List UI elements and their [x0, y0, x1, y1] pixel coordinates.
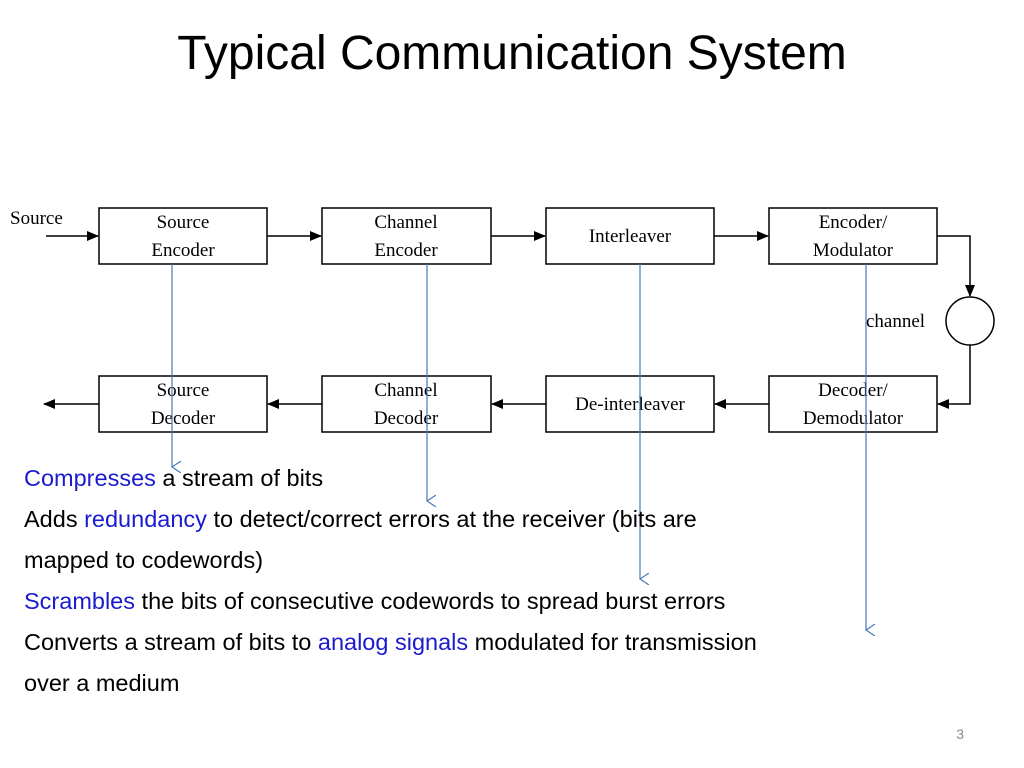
channel-encoder-line1: Channel	[374, 212, 437, 233]
desc-convert: Converts a stream of bits to analog sign…	[24, 622, 1014, 663]
interleaver-label: Interleaver	[589, 226, 672, 247]
desc-redundancy-text: to detect/correct errors at the receiver…	[206, 506, 697, 532]
source-label: Source	[10, 208, 63, 229]
desc-convert-cont: over a medium	[24, 670, 180, 696]
encoder-modulator-block: Encoder/ Modulator	[768, 207, 938, 265]
decoder-demodulator-line1: Decoder/	[818, 380, 888, 401]
source-decoder-block: Source Decoder	[98, 375, 268, 433]
desc-scramble: Scrambles the bits of consecutive codewo…	[24, 581, 1014, 622]
desc-compress: Compresses a stream of bits	[24, 458, 1014, 499]
channel-label: channel	[866, 311, 925, 332]
encoder-modulator-line1: Encoder/	[819, 212, 888, 233]
decoder-demodulator-block: Decoder/ Demodulator	[768, 375, 938, 433]
keyword-scrambles: Scrambles	[24, 588, 136, 614]
desc-redundancy: Adds redundancy to detect/correct errors…	[24, 499, 1014, 540]
channel-encoder-block: Channel Encoder	[321, 207, 492, 265]
channel-decoder-line2: Decoder	[374, 408, 439, 429]
deinterleaver-block: De-interleaver	[545, 375, 715, 433]
keyword-redundancy: redundancy	[84, 506, 207, 532]
arrow-channel-to-demodulator	[937, 345, 971, 409]
channel-decoder-line1: Channel	[374, 380, 437, 401]
keyword-compresses: Compresses	[24, 465, 156, 491]
desc-convert-prefix: Converts a stream of bits to	[24, 629, 318, 655]
desc-convert-text: modulated for transmission	[468, 629, 757, 655]
channel-node	[945, 296, 995, 346]
slide-title: Typical Communication System	[177, 27, 847, 80]
encoder-modulator-line2: Modulator	[813, 240, 894, 261]
source-encoder-block: Source Encoder	[98, 207, 268, 265]
interleaver-block: Interleaver	[545, 207, 715, 265]
desc-compress-text: a stream of bits	[155, 465, 324, 491]
description-list: Compresses a stream of bits Adds redunda…	[24, 458, 1014, 704]
channel-decoder-block: Channel Decoder	[321, 375, 492, 433]
page-number: 3	[956, 726, 964, 742]
source-decoder-line1: Source	[157, 380, 210, 401]
desc-scramble-text: the bits of consecutive codewords to spr…	[135, 588, 726, 614]
source-decoder-line2: Decoder	[151, 408, 216, 429]
deinterleaver-label: De-interleaver	[575, 394, 685, 415]
decoder-demodulator-line2: Demodulator	[803, 408, 904, 429]
arrow-modulator-to-channel	[937, 235, 975, 297]
desc-redundancy-prefix: Adds	[24, 506, 85, 532]
source-encoder-line1: Source	[157, 212, 210, 233]
channel-encoder-line2: Encoder	[374, 240, 438, 261]
source-encoder-line2: Encoder	[151, 240, 215, 261]
desc-redundancy-cont: mapped to codewords)	[24, 547, 264, 573]
keyword-analog-signals: analog signals	[317, 629, 469, 655]
